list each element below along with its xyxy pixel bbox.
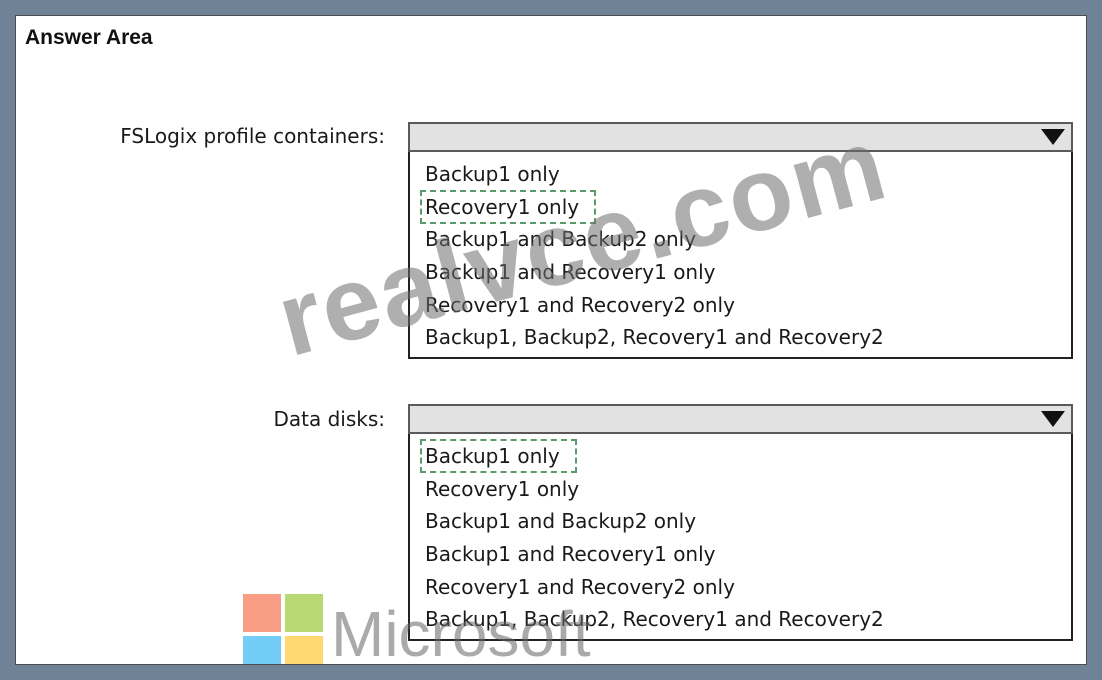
data-disks-option[interactable]: Backup1, Backup2, Recovery1 and Recovery…	[425, 607, 884, 632]
data-disks-label: Data disks:	[273, 407, 385, 431]
data-disks-option[interactable]: Backup1 and Backup2 only	[425, 509, 697, 534]
data-disks-dropdown: Backup1 only Recovery1 only Backup1 and …	[408, 404, 1073, 642]
answer-area-title: Answer Area	[25, 26, 153, 49]
fslogix-option[interactable]: Backup1 and Backup2 only	[425, 227, 697, 252]
fslogix-option-selected[interactable]: Recovery1 only	[410, 189, 1071, 224]
fslogix-option[interactable]: Backup1 only	[425, 162, 560, 186]
fslogix-dropdown-list: Backup1 only Recovery1 only Backup1 and …	[408, 152, 1073, 360]
data-disks-dropdown-header[interactable]	[408, 404, 1073, 434]
logo-square-green	[285, 594, 323, 632]
data-disks-option-selected[interactable]: Backup1 only	[410, 439, 1071, 473]
data-disks-dropdown-list: Backup1 only Recovery1 only Backup1 and …	[408, 434, 1073, 642]
logo-square-yellow	[285, 636, 323, 664]
microsoft-logo-squares	[243, 594, 323, 664]
data-disks-option[interactable]: Backup1 and Recovery1 only	[425, 542, 716, 567]
answer-area-panel: Answer Area FSLogix profile containers: …	[15, 15, 1087, 665]
fslogix-dropdown: Backup1 only Recovery1 only Backup1 and …	[408, 122, 1073, 360]
triangle-down-icon[interactable]	[1035, 406, 1071, 432]
fslogix-label: FSLogix profile containers:	[120, 124, 385, 148]
fslogix-option[interactable]: Recovery1 and Recovery2 only	[425, 292, 735, 317]
data-disks-option[interactable]: Recovery1 and Recovery2 only	[425, 574, 735, 599]
fslogix-option[interactable]: Backup1 and Recovery1 only	[425, 260, 716, 285]
logo-square-blue	[243, 636, 281, 664]
logo-square-red	[243, 594, 281, 632]
data-disks-option[interactable]: Recovery1 only	[425, 476, 580, 501]
fslogix-dropdown-header[interactable]	[408, 122, 1073, 152]
fslogix-option[interactable]: Backup1, Backup2, Recovery1 and Recovery…	[425, 325, 884, 350]
triangle-down-icon[interactable]	[1035, 124, 1071, 150]
